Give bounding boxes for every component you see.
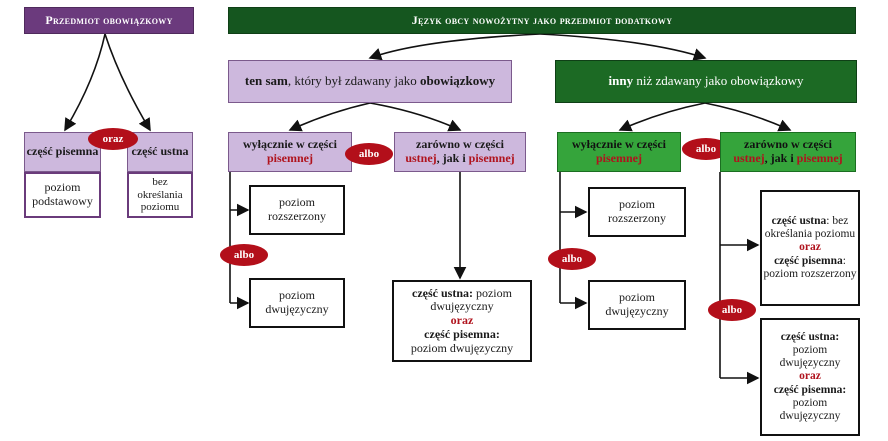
albo-badge-other: albo xyxy=(682,138,730,160)
other-both-result-b-box: część ustna: poziom dwujęzyczny oraz czę… xyxy=(760,318,860,436)
same-both-line1: zarówno w części xyxy=(416,137,504,152)
albo-label: albo xyxy=(233,249,255,261)
both-jak-i: , jak i xyxy=(436,151,469,165)
oral-level-box: bez określania poziomu xyxy=(127,172,193,218)
header-additional-subject: Język obcy nowożytny jako przedmiot doda… xyxy=(228,7,856,34)
other-both-a-oral: część ustna: bez określania poziomu xyxy=(762,215,858,241)
other-both-b-written-label: część pisemna: xyxy=(773,383,847,396)
other-both-b-oral-value: poziom dwujęzyczny xyxy=(779,343,841,370)
other-both-box: zarówno w części ustnej, jak i pisemnej xyxy=(720,132,856,172)
header-additional-label: Język obcy nowożytny jako przedmiot doda… xyxy=(411,12,673,27)
written-value: : poziom rozszerzony xyxy=(763,254,857,280)
written-label: część pisemna xyxy=(774,254,843,267)
same-both-box: zarówno w części ustnej, jak i pisemnej xyxy=(394,132,526,172)
same-suffix: obowiązkowy xyxy=(419,73,496,89)
same-prefix: ten sam xyxy=(244,73,288,89)
albo-badge-same-levels: albo xyxy=(220,244,268,266)
other-only-written-line1: wyłącznie w części xyxy=(572,137,666,152)
oraz-badge-left: oraz xyxy=(88,128,138,150)
both-ustnej: ustnej xyxy=(733,151,765,165)
oral-part-box: część ustna xyxy=(127,132,193,172)
same-extended-level-box: poziom rozszerzony xyxy=(249,185,345,235)
other-both-a-written: część pisemna: poziom rozszerzony xyxy=(762,255,858,281)
header-mandatory-subject: Przedmiot obowiązkowy xyxy=(24,7,194,34)
other-both-b-written-value: poziom dwujęzyczny xyxy=(779,396,841,423)
same-language-box: ten sam, który był zdawany jako obowiązk… xyxy=(228,60,512,103)
same-extended-text: poziom rozszerzony xyxy=(268,195,326,223)
oraz-label: oraz xyxy=(102,133,124,145)
arrow-to-same xyxy=(368,33,541,61)
both-jak-i: , jak i xyxy=(764,151,797,165)
both-pisemnej: pisemnej xyxy=(796,151,843,165)
other-language-box: inny niż zdawany jako obowiązkowy xyxy=(555,60,857,103)
arrow-same-only-written xyxy=(288,102,371,132)
written-part-label: część pisemna xyxy=(26,144,99,159)
other-bilingual-level-box: poziom dwujęzyczny xyxy=(588,280,686,330)
same-both-written-label: część pisemna: xyxy=(424,326,500,341)
other-both-line2: ustnej, jak i pisemnej xyxy=(733,151,843,166)
other-extended-text: poziom rozszerzony xyxy=(608,197,666,225)
albo-badge-other-both: albo xyxy=(708,299,756,321)
oral-label: część ustna xyxy=(771,214,827,227)
same-bilingual-level-box: poziom dwujęzyczny xyxy=(249,278,345,328)
same-middle: , który był zdawany jako xyxy=(287,73,420,89)
written-level-text: poziom podstawowy xyxy=(32,180,93,208)
arrow-other-both xyxy=(704,102,792,132)
arrow-to-oral xyxy=(104,33,151,132)
albo-label: albo xyxy=(721,304,743,316)
other-prefix: inny xyxy=(608,73,634,89)
arrow-same-both xyxy=(369,102,462,132)
same-both-written-value: poziom dwujęzyczny xyxy=(410,340,514,355)
oral-level-text: bez określania poziomu xyxy=(137,176,183,214)
albo-badge-same: albo xyxy=(345,143,393,165)
oral-value: poziom dwujęzyczny xyxy=(430,285,512,314)
other-both-result-a-box: część ustna: bez określania poziomu oraz… xyxy=(760,190,860,306)
oral-part-label: część ustna xyxy=(131,144,189,159)
same-only-written-line1: wyłącznie w części xyxy=(243,137,337,152)
other-extended-level-box: poziom rozszerzony xyxy=(588,187,686,237)
same-only-written-line2: pisemnej xyxy=(267,151,313,165)
same-only-written-box: wyłącznie w części pisemnej xyxy=(228,132,352,172)
arrow-to-other xyxy=(539,33,707,61)
header-mandatory-label: Przedmiot obowiązkowy xyxy=(45,12,173,27)
other-bilingual-text: poziom dwujęzyczny xyxy=(605,290,669,318)
albo-badge-other-levels: albo xyxy=(548,248,596,270)
oral-value: : bez określania poziomu xyxy=(764,214,856,241)
both-pisemnej: pisemnej xyxy=(468,151,515,165)
both-ustnej: ustnej xyxy=(405,151,437,165)
other-both-b-oraz: oraz xyxy=(799,370,821,383)
oral-label: część ustna: xyxy=(412,285,473,300)
albo-label: albo xyxy=(358,148,380,160)
same-both-oral: część ustna: poziom dwujęzyczny xyxy=(394,285,530,315)
other-suffix: niż zdawany jako obowiązkowy xyxy=(633,73,804,89)
other-both-line1: zarówno w części xyxy=(744,137,832,152)
written-level-box: poziom podstawowy xyxy=(24,172,101,218)
albo-label: albo xyxy=(695,143,717,155)
same-both-oraz: oraz xyxy=(450,313,474,328)
same-bilingual-text: poziom dwujęzyczny xyxy=(265,288,329,316)
other-only-written-box: wyłącznie w części pisemnej xyxy=(557,132,681,172)
same-both-line2: ustnej, jak i pisemnej xyxy=(405,151,515,166)
arrow-to-written xyxy=(64,33,106,132)
albo-label: albo xyxy=(561,253,583,265)
other-both-b-oral-label: część ustna: xyxy=(780,330,840,343)
arrow-other-only-written xyxy=(618,102,706,132)
other-both-a-oraz: oraz xyxy=(799,241,821,254)
same-language-text: ten sam, który był zdawany jako obowiązk… xyxy=(244,73,496,89)
other-language-text: inny niż zdawany jako obowiązkowy xyxy=(608,73,804,89)
other-only-written-line2: pisemnej xyxy=(596,151,642,165)
same-both-result-box: część ustna: poziom dwujęzyczny oraz czę… xyxy=(392,280,532,362)
